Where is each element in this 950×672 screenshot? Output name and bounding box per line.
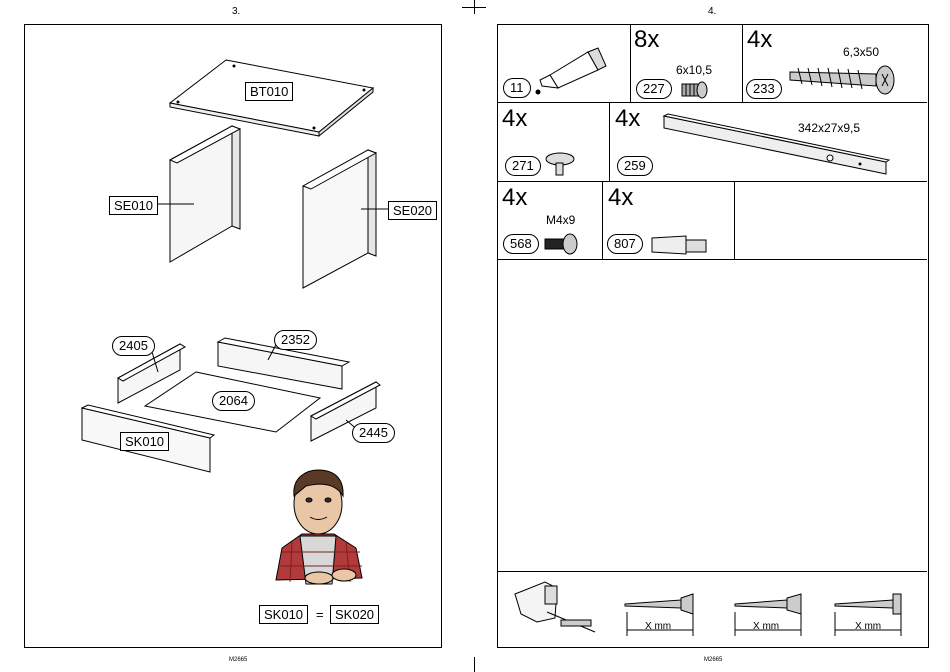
- glue-tube-icon: [530, 40, 610, 100]
- shelf-pin-icon: [543, 150, 583, 180]
- hardware-qty-233: 4x: [747, 28, 772, 52]
- grid-line: [497, 259, 927, 260]
- hardware-part-807: 807: [607, 234, 643, 254]
- drawer-runner-icon: [660, 112, 890, 182]
- registration-mark-bottom: [474, 657, 475, 672]
- label-sk010: SK010: [120, 432, 169, 451]
- hardware-part-259: 259: [617, 156, 653, 176]
- hardware-qty-807: 4x: [608, 186, 633, 210]
- part-number-2352: 2352: [274, 330, 317, 350]
- cam-dowel-icon: [652, 232, 712, 262]
- hardware-dim-568: M4x9: [546, 213, 575, 227]
- hardware-qty-227: 8x: [634, 28, 659, 52]
- part-number-2064: 2064: [212, 391, 255, 411]
- machine-screw-icon: [545, 232, 585, 256]
- equation-equals-sign: =: [316, 607, 324, 622]
- wood-screw-icon: [790, 60, 900, 100]
- part-number-2445: 2445: [352, 423, 395, 443]
- hardware-part-233: 233: [746, 79, 782, 99]
- hardware-qty-271: 4x: [502, 107, 527, 131]
- measure-label-1: X mm: [645, 621, 671, 632]
- equation-right-label: SK020: [330, 605, 379, 624]
- grid-line: [602, 181, 603, 259]
- hardware-qty-259: 4x: [615, 107, 640, 131]
- hardware-dim-233: 6,3x50: [843, 45, 879, 59]
- hardware-part-568: 568: [503, 234, 539, 254]
- label-bt010: BT010: [245, 82, 293, 101]
- grid-line: [742, 24, 743, 102]
- grid-line: [630, 24, 631, 102]
- hardware-qty-568: 4x: [502, 186, 527, 210]
- footer-code-right: M2665: [704, 657, 722, 663]
- measure-label-2: X mm: [753, 621, 779, 632]
- hardware-part-227: 227: [636, 79, 672, 99]
- screw-measurement-row: [497, 572, 927, 646]
- hardware-part-271: 271: [505, 156, 541, 176]
- dowel-screw-icon: [680, 80, 710, 100]
- part-number-2405: 2405: [112, 336, 155, 356]
- measure-label-3: X mm: [855, 621, 881, 632]
- grid-line: [609, 102, 610, 181]
- grid-line: [734, 181, 735, 259]
- registration-mark-cross: [462, 7, 486, 8]
- label-se020: SE020: [388, 201, 437, 220]
- hardware-dim-227: 6x10,5: [676, 63, 712, 77]
- label-se010: SE010: [109, 196, 158, 215]
- grid-line: [497, 102, 927, 103]
- page-number-right: 4.: [708, 6, 716, 17]
- equation-left-label: SK010: [259, 605, 308, 624]
- hardware-part-11: 11: [503, 78, 531, 98]
